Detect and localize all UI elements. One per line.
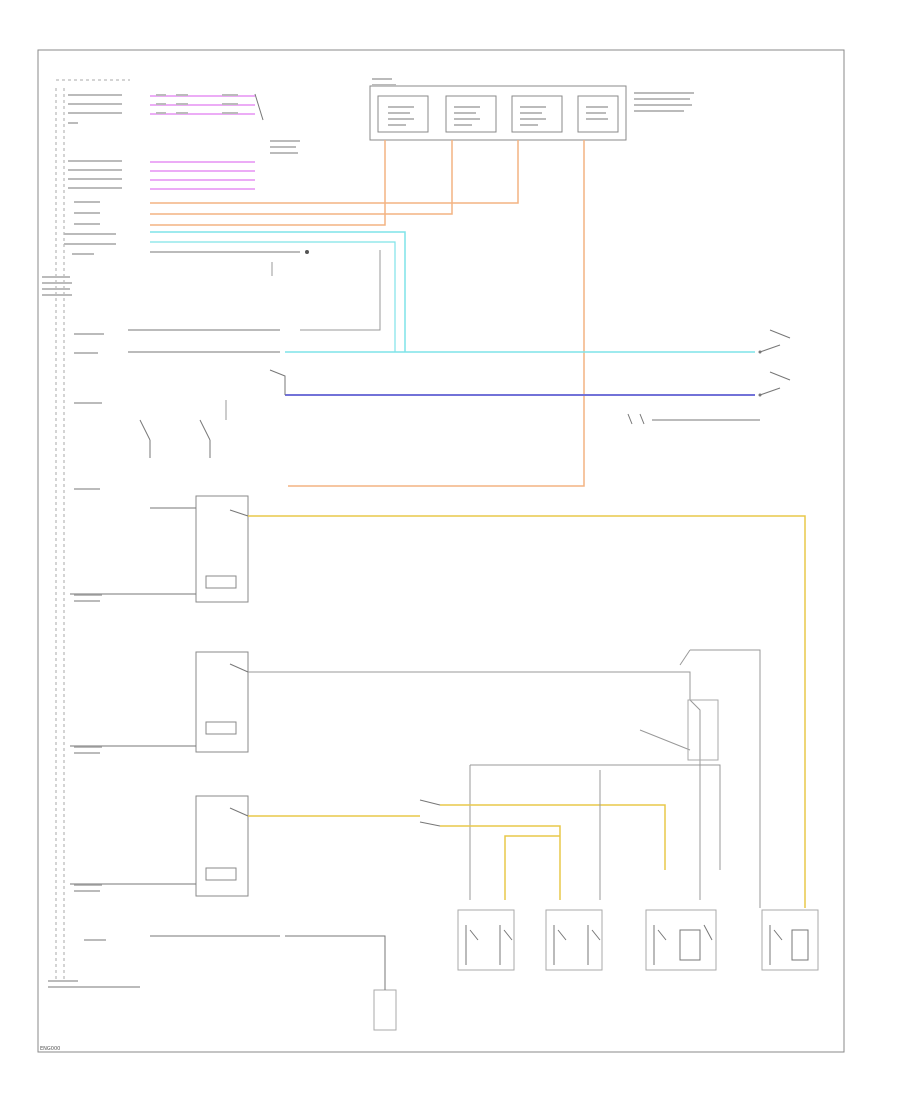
wire-passenger-ground <box>690 649 761 908</box>
wire-ground-bottom <box>285 935 386 965</box>
module-link <box>639 729 691 751</box>
module-boundary <box>470 764 721 870</box>
wire-battery-2 <box>150 140 453 215</box>
module-corner <box>679 649 691 666</box>
relay1-contact <box>229 509 249 517</box>
lock-switch <box>758 329 791 354</box>
wire-driver-door-unlock <box>248 515 806 908</box>
wire-right-rear-unlock <box>440 825 561 900</box>
wire-driver-unlock <box>150 241 396 352</box>
actuator-driver <box>761 909 819 971</box>
relay2-contact <box>229 663 249 673</box>
footer-code: ENG000 <box>40 1046 60 1052</box>
lock-switch-left <box>139 419 151 458</box>
diagram-frame <box>37 49 845 1053</box>
relay3-contact <box>229 807 249 817</box>
wire-left-rear-unlock <box>504 835 560 900</box>
wire-battery-feed <box>288 140 585 487</box>
fuse-text-blocks <box>372 78 694 126</box>
relay3-coil <box>205 867 237 881</box>
inline-connector <box>627 413 645 425</box>
actuator-left-rear <box>457 909 515 971</box>
serial-data-group-mid <box>150 161 255 190</box>
unlock-switch-left <box>199 400 227 458</box>
ground-connector <box>305 250 309 254</box>
wire-battery-1 <box>150 140 386 226</box>
wire-front-passenger-unlock <box>440 804 666 870</box>
relay1-coil <box>205 575 237 589</box>
module-input-connectors <box>419 799 441 827</box>
relay2-coil <box>205 721 237 735</box>
wire-door-ajar <box>300 250 381 331</box>
relay-lock <box>195 651 249 753</box>
left-pin-labels <box>42 94 140 988</box>
wire-battery-3 <box>150 140 519 204</box>
wire-code-labels <box>156 94 300 154</box>
wire-passenger-lock <box>150 231 406 352</box>
passenger-module-box <box>687 699 719 761</box>
actuator-front-passenger <box>645 909 717 971</box>
splice-unlock <box>269 369 286 395</box>
actuator-right-rear <box>545 909 603 971</box>
unlock-switch <box>758 371 791 397</box>
relay-unlock-all <box>195 795 249 897</box>
